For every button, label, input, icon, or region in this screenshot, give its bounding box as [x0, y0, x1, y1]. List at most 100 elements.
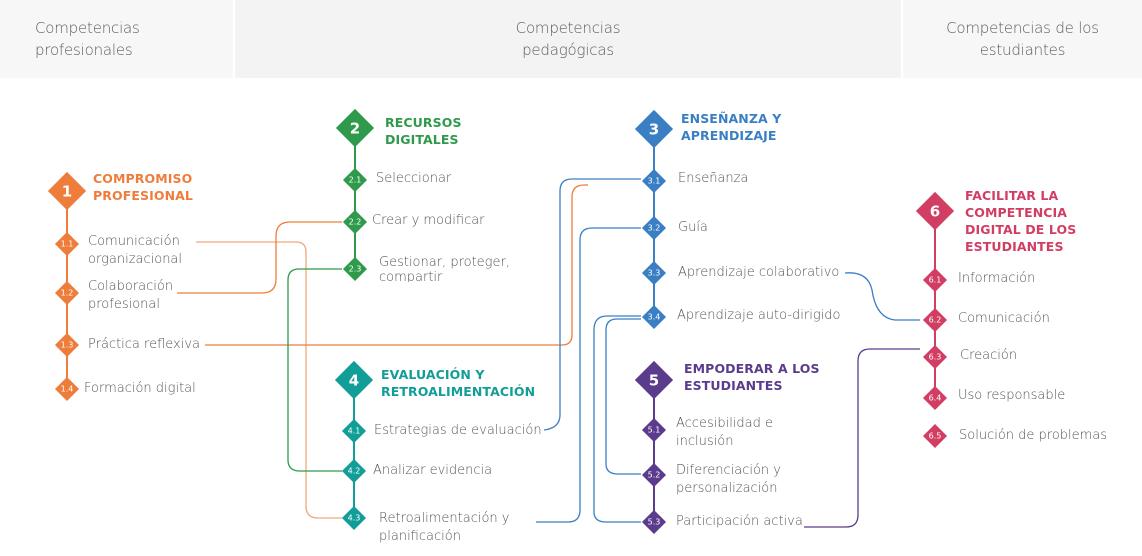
item-5-1-badge: 5.1	[646, 422, 663, 439]
area-4-number: 4	[348, 371, 360, 389]
item-5-3-code: 5.3	[647, 517, 661, 527]
area-2-title-line1: RECURSOS	[385, 115, 462, 130]
item-4-1-code: 4.1	[347, 426, 361, 436]
item-6-4-label-line1: Uso responsable	[958, 388, 1066, 403]
connector-3-4-to-5-2	[605, 318, 641, 475]
item-4-1-badge: 4.1	[346, 423, 363, 440]
item-3-2-label-line1: Guía	[678, 220, 708, 235]
header-professional-competences: Competencias profesionales	[0, 0, 233, 78]
area-6-title: FACILITAR LA COMPETENCIA DIGITAL DE LOS …	[965, 187, 1076, 255]
item-3-3-code: 3.3	[647, 268, 661, 278]
area-2-badge: 2	[342, 115, 369, 142]
item-1-1-code: 1.1	[60, 239, 74, 249]
item-5-1-code: 5.1	[647, 425, 661, 435]
item-1-4-badge: 1.4	[59, 381, 76, 398]
item-4-3-label-line2: planificación	[379, 529, 461, 544]
header-student-competences: Competencias de los estudiantes	[903, 0, 1142, 78]
item-5-1-label-line2: inclusión	[676, 434, 734, 449]
area-6-spine	[934, 211, 936, 397]
item-3-4-label-line1: Aprendizaje auto-dirigido	[677, 308, 841, 323]
item-1-3-label-line1: Práctica reflexiva	[88, 337, 201, 352]
area-6-title-line4: ESTUDIANTES	[965, 239, 1064, 254]
item-6-1-code: 6.1	[928, 275, 942, 285]
item-5-1-label-line1: Accesibilidad e	[676, 416, 774, 431]
item-6-2-label: Comunicación	[958, 310, 1050, 328]
item-1-3-label: Práctica reflexiva	[88, 336, 200, 354]
item-1-1-badge: 1.1	[59, 236, 76, 253]
item-5-3-badge: 5.3	[646, 514, 663, 531]
item-4-2-label-line1: Analizar evidencia	[373, 463, 493, 478]
item-6-2-label-line1: Comunicación	[958, 311, 1050, 326]
item-6-3-badge: 6.3	[927, 349, 944, 366]
item-3-1-label-line1: Enseñanza	[678, 171, 749, 186]
header-professional-line2: profesionales	[35, 41, 133, 59]
item-4-2-code: 4.2	[347, 466, 361, 476]
area-5-title-line2: ESTUDIANTES	[684, 378, 783, 393]
item-1-3-code: 1.3	[60, 340, 74, 350]
item-6-3-label: Creación	[960, 347, 1017, 365]
item-3-2-code: 3.2	[647, 223, 661, 233]
area-5-number: 5	[648, 371, 660, 389]
item-5-1-label: Accesibilidad e inclusión	[676, 415, 773, 451]
item-3-2-badge: 3.2	[646, 220, 663, 237]
item-2-3-badge: 2.3	[347, 261, 364, 278]
item-6-2-code: 6.2	[928, 315, 942, 325]
item-4-3-code: 4.3	[347, 513, 361, 523]
item-2-2-label: Crear y modificar	[372, 212, 485, 230]
item-2-1-label-line1: Seleccionar	[376, 171, 452, 186]
connector-4-1-to-3-1	[543, 178, 641, 431]
item-4-2-label: Analizar evidencia	[373, 462, 492, 480]
item-4-3-label: Retroalimentación y planificación	[379, 510, 510, 546]
item-6-1-label: Información	[958, 270, 1035, 288]
area-3-badge: 3	[641, 116, 668, 143]
area-3-title-line2: APRENDIZAJE	[681, 128, 777, 143]
item-5-2-label-line2: personalización	[676, 481, 778, 496]
item-6-5-code: 6.5	[928, 431, 942, 441]
area-5-title-line1: EMPODERAR A LOS	[684, 361, 820, 376]
item-1-4-label: Formación digital	[84, 380, 196, 398]
area-5-title: EMPODERAR A LOS ESTUDIANTES	[684, 360, 820, 394]
item-6-3-code: 6.3	[928, 352, 942, 362]
item-2-3-label-line2: compartir	[379, 271, 443, 282]
item-3-1-label: Enseñanza	[678, 170, 748, 188]
connector-5-3-to-6-3	[804, 348, 920, 528]
item-1-2-label: Colaboración profesional	[88, 278, 173, 314]
item-6-1-badge: 6.1	[927, 272, 944, 289]
area-4-spine	[353, 380, 355, 520]
header-pedagogical-line2: pedagógicas	[522, 41, 614, 59]
item-3-2-label: Guía	[678, 219, 708, 237]
item-5-2-label: Diferenciación y personalización	[676, 462, 781, 498]
item-3-4-code: 3.4	[647, 312, 661, 322]
item-2-3-label: Gestionar, proteger, compartir	[379, 255, 510, 282]
item-6-5-badge: 6.5	[927, 428, 944, 445]
area-6-title-line1: FACILITAR LA	[965, 188, 1059, 203]
header-students-line1: Competencias de los	[946, 19, 1099, 37]
connector-2-3-to-4-2	[287, 268, 342, 472]
item-1-4-code: 1.4	[60, 384, 74, 394]
item-4-2-badge: 4.2	[346, 463, 363, 480]
item-2-1-label: Seleccionar	[376, 170, 451, 188]
area-4-title-line2: RETROALIMENTACIÓN	[381, 384, 536, 399]
area-4-title-line1: EVALUACIÓN Y	[381, 367, 485, 382]
item-3-4-badge: 3.4	[646, 309, 663, 326]
item-4-3-badge: 4.3	[346, 510, 363, 527]
item-3-3-label: Aprendizaje colaborativo	[678, 264, 839, 282]
item-1-4-label-line1: Formación digital	[84, 381, 196, 396]
area-2-title: RECURSOS DIGITALES	[385, 114, 462, 148]
item-1-3-badge: 1.3	[59, 337, 76, 354]
area-6-title-line3: DIGITAL DE LOS	[965, 222, 1077, 237]
item-3-1-badge: 3.1	[646, 173, 663, 190]
item-5-2-badge: 5.2	[646, 467, 663, 484]
area-2-spine	[354, 128, 356, 270]
area-3-title-line1: ENSEÑANZA Y	[681, 111, 782, 126]
item-2-2-label-line1: Crear y modificar	[372, 213, 485, 228]
item-2-1-code: 2.1	[348, 175, 362, 185]
item-4-3-label-line1: Retroalimentación y	[379, 511, 510, 526]
item-1-2-badge: 1.2	[59, 285, 76, 302]
connector-3-3-to-6-2	[844, 272, 920, 321]
area-1-title: COMPROMISO PROFESIONAL	[93, 170, 193, 204]
item-1-2-label-line2: profesional	[88, 297, 160, 312]
item-2-2-code: 2.2	[348, 217, 362, 227]
item-5-3-label-line1: Participación activa	[676, 514, 803, 529]
item-1-1-label: Comunicación organizacional	[88, 233, 182, 269]
